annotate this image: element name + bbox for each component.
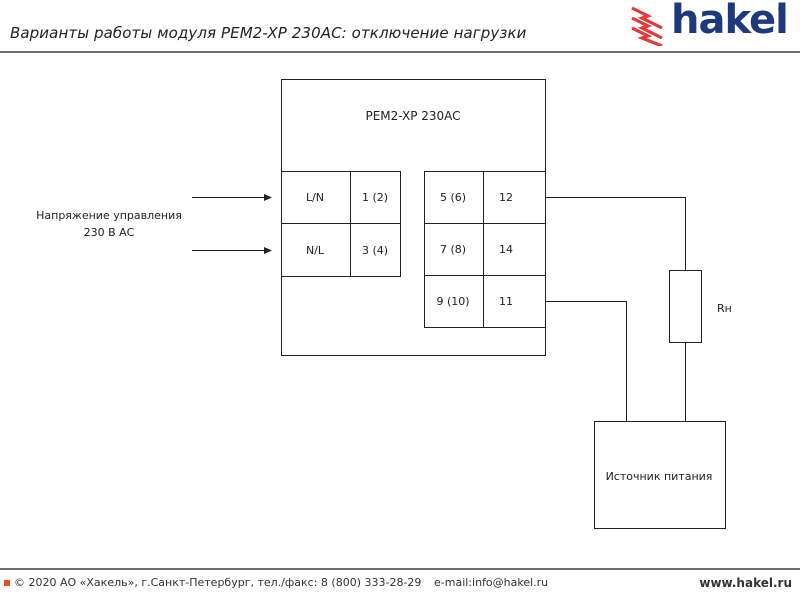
footer-copyright: © 2020 АО «Хакель», г.Санкт-Петербург, т… — [14, 576, 422, 589]
terminal-label: L/N — [306, 191, 324, 204]
bullet-icon — [4, 580, 10, 586]
arrowhead-icon — [264, 247, 272, 254]
terminal-pins: 11 — [499, 295, 513, 308]
header-divider — [0, 51, 800, 53]
terminal-pins: 7 (8) — [440, 243, 466, 256]
lightning-bolts-icon — [631, 6, 663, 46]
terminal-pins: 3 (4) — [362, 244, 388, 257]
load-label: Rн — [717, 302, 732, 315]
terminal-pins: 1 (2) — [362, 191, 388, 204]
arrowhead-icon — [264, 194, 272, 201]
registered-mark: ® — [777, 5, 786, 15]
page-title: Варианты работы модуля PEM2-XP 230AC: от… — [10, 24, 527, 42]
wire-11-to-source — [545, 301, 627, 422]
terminal-pins: 12 — [499, 191, 513, 204]
load-resistor — [669, 270, 702, 343]
terminal-label: N/L — [306, 244, 325, 257]
wire-12-to-load — [545, 197, 686, 270]
power-source-box — [594, 421, 726, 529]
footer-divider — [0, 568, 800, 570]
control-voltage-value: 230 В АС — [84, 226, 135, 239]
footer-email-link[interactable]: e-mail:info@hakel.ru — [434, 576, 549, 589]
output-terminal-block — [424, 171, 546, 328]
terminal-pins: 5 (6) — [440, 191, 466, 204]
terminal-pins: 9 (10) — [436, 295, 469, 308]
module-title: PEM2-XP 230AC — [365, 109, 460, 123]
power-source-label: Источник питания — [606, 470, 713, 483]
footer-website-link[interactable]: www.hakel.ru — [699, 576, 792, 590]
terminal-pins: 14 — [499, 243, 513, 256]
brand-logo[interactable]: hakel — [671, 0, 789, 43]
control-voltage-label: Напряжение управления — [36, 209, 182, 222]
